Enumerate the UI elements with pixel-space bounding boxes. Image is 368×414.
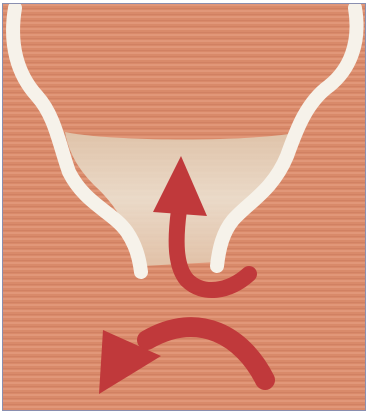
illustration-frame bbox=[2, 3, 366, 411]
illustration bbox=[3, 4, 366, 411]
